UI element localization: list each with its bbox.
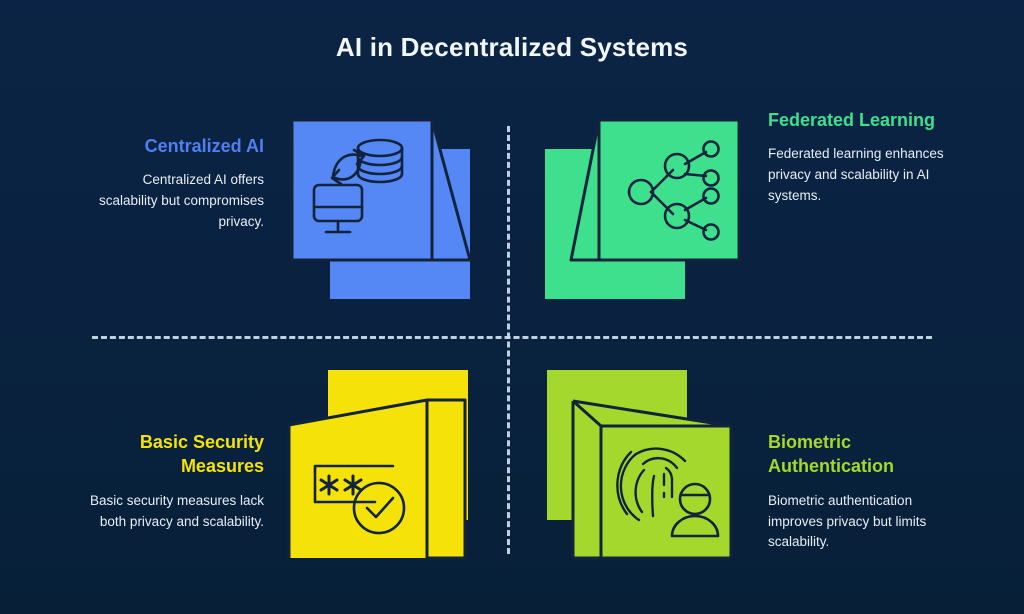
password-field-icon (313, 464, 395, 504)
horizontal-divider (92, 336, 932, 339)
icon-card-basic-security[interactable] (283, 368, 483, 568)
quadrant-heading-biometric-auth: Biometric Authentication (768, 432, 894, 477)
quadrant-text-basic-security: Basic Security Measures Basic security m… (70, 430, 264, 532)
quadrant-body-centralized-ai: Centralized AI offers scalability but co… (98, 172, 264, 230)
quadrant-text-federated-learning: Federated Learning Federated learning en… (768, 108, 950, 207)
check-circle-icon (352, 481, 406, 535)
icon-card-federated-learning[interactable] (543, 108, 743, 308)
sync-arrow-icon (330, 148, 366, 186)
quadrant-text-centralized-ai: Centralized AI Centralized AI offers sca… (82, 134, 264, 233)
quadrant-body-federated-learning: Federated learning enhances privacy and … (768, 146, 944, 204)
quadrant-text-biometric-auth: Biometric Authentication Biometric authe… (768, 430, 968, 553)
person-icon (670, 482, 720, 538)
quadrant-body-basic-security: Basic security measures lack both privac… (89, 492, 264, 529)
quadrant-body-biometric-auth: Biometric authentication improves privac… (768, 492, 927, 550)
page-title: AI in Decentralized Systems (335, 32, 689, 62)
quadrant-heading-centralized-ai: Centralized AI (144, 136, 264, 156)
network-graph-icon (627, 140, 720, 241)
fingerprint-icon (616, 447, 687, 522)
vertical-divider (507, 126, 510, 554)
icon-card-centralized-ai[interactable] (288, 108, 488, 308)
quadrant-heading-federated-learning: Federated Learning (768, 110, 936, 130)
quadrant-heading-basic-security: Basic Security Measures (139, 432, 264, 477)
icon-card-biometric-auth[interactable] (543, 368, 743, 568)
